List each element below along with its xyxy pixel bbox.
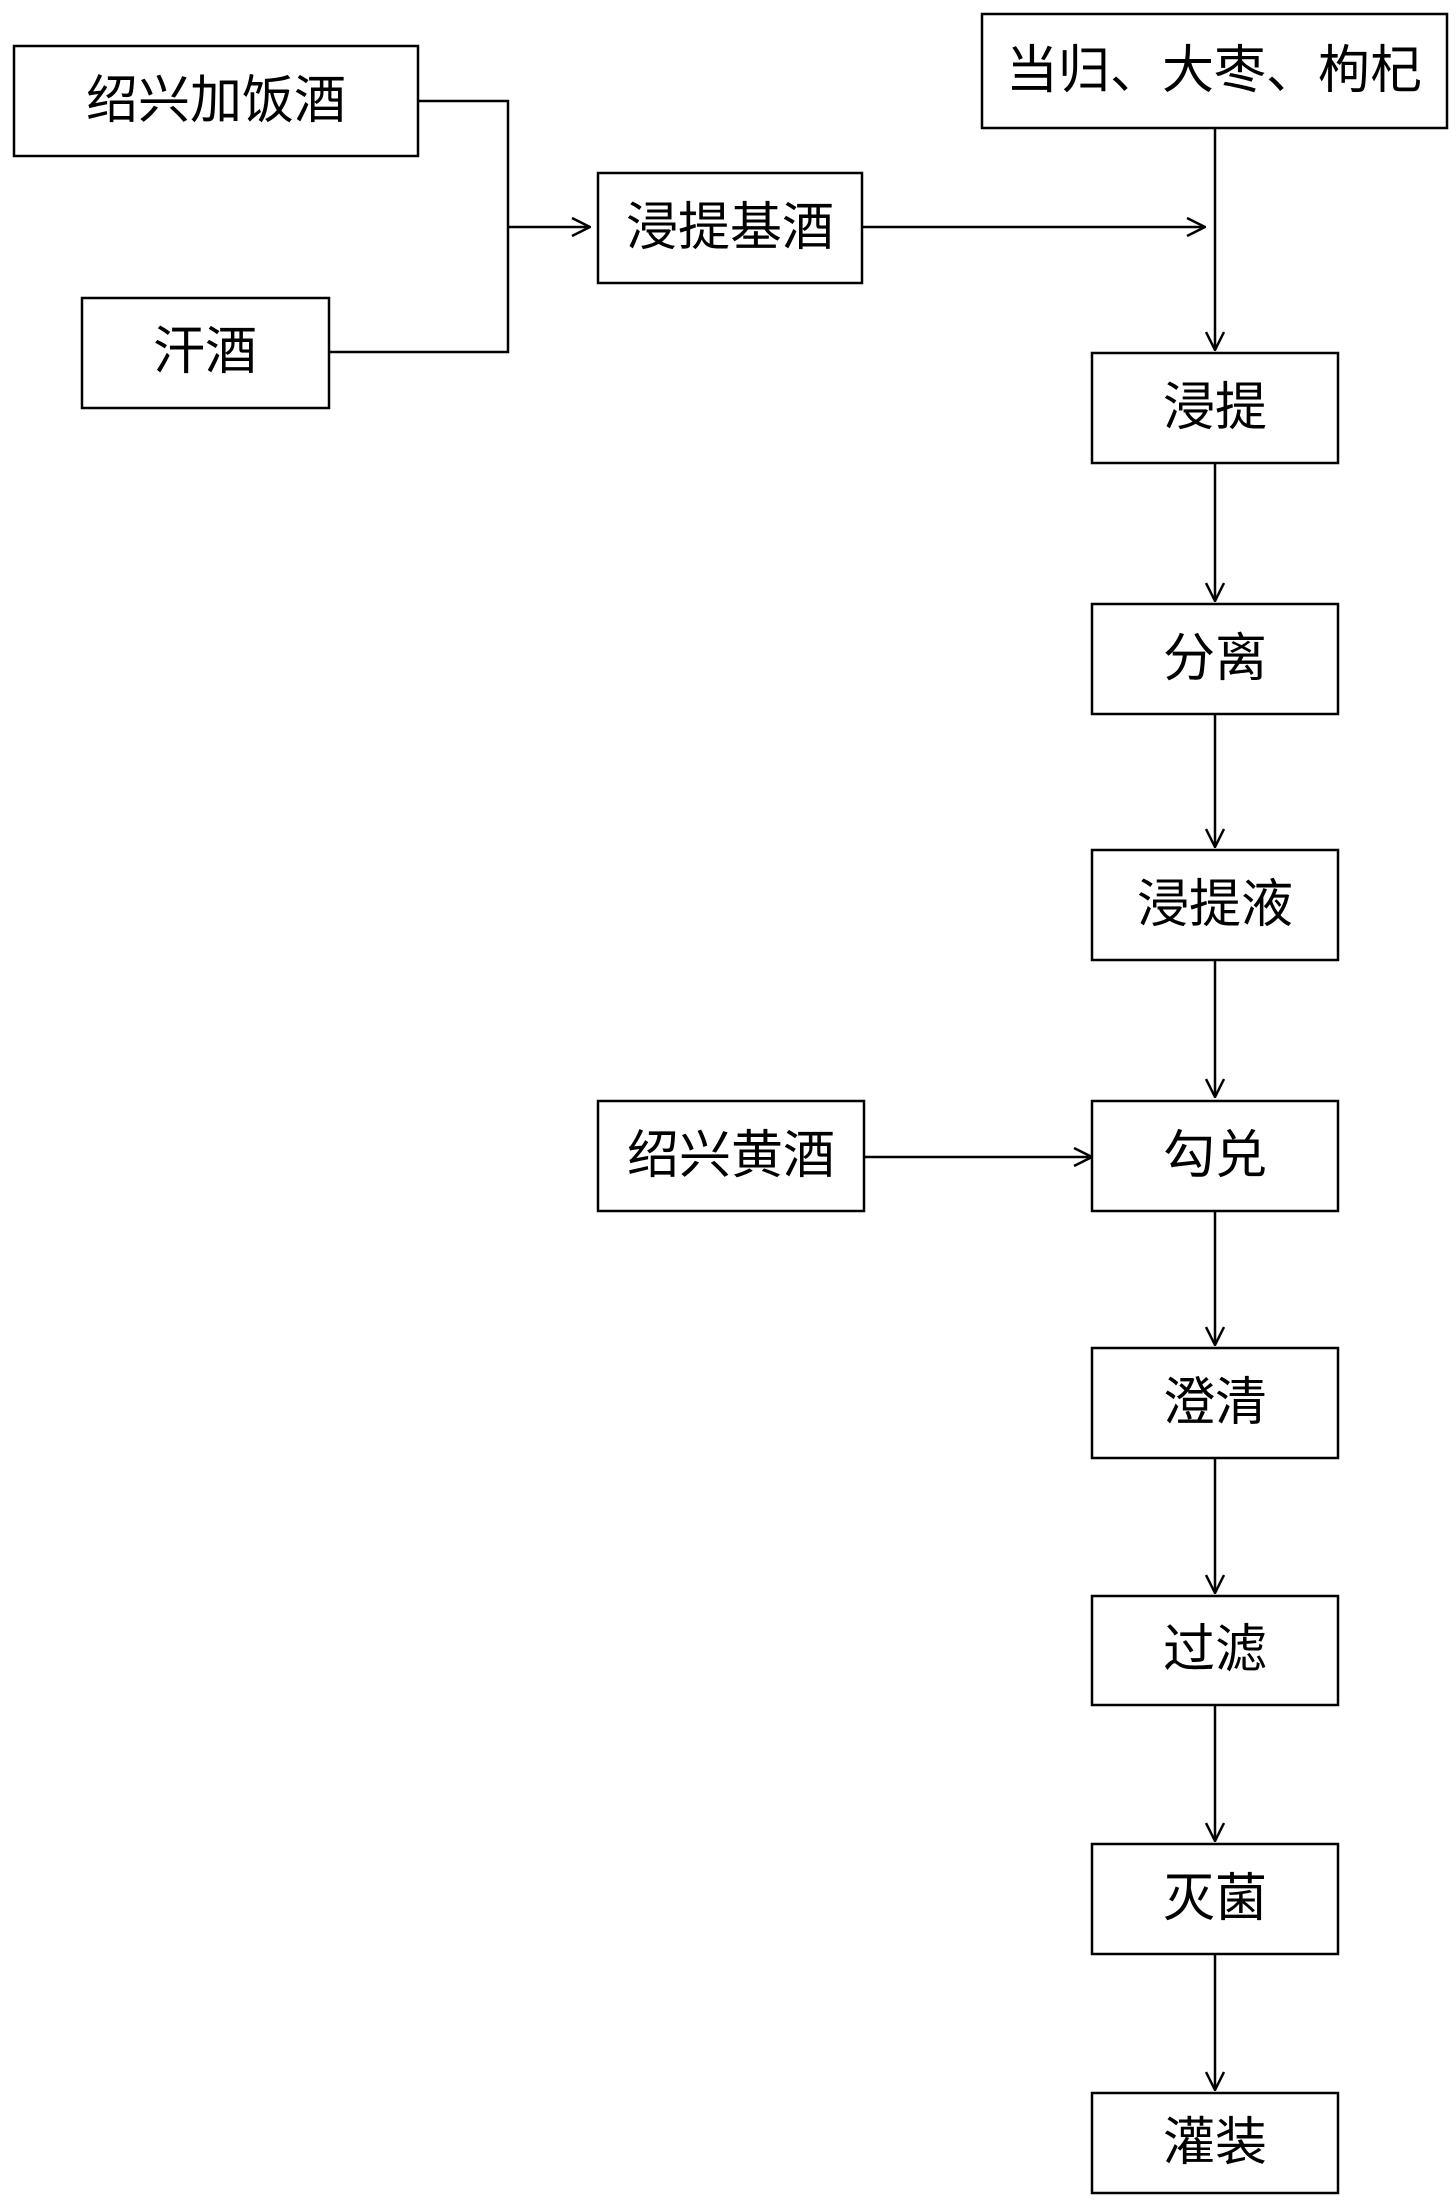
node-label: 勾兑	[1163, 1126, 1267, 1186]
node-filtration: 过滤	[1090, 1594, 1340, 1707]
node-label: 分离	[1163, 629, 1267, 689]
node-label: 过滤	[1163, 1620, 1267, 1680]
edge-hanjiu-to-merge	[329, 227, 510, 354]
node-label: 浸提基酒	[626, 198, 834, 258]
node-clarification: 澄清	[1090, 1346, 1340, 1460]
node-hanjiu: 汗酒	[80, 296, 331, 410]
node-sterilization: 灭菌	[1090, 1842, 1340, 1956]
edge-jiafan-to-merge	[418, 99, 510, 227]
node-blending: 勾兑	[1090, 1099, 1340, 1213]
node-extract-liquid: 浸提液	[1090, 848, 1340, 962]
node-shaoxing-huangjiu: 绍兴黄酒	[596, 1099, 866, 1213]
node-separation: 分离	[1090, 602, 1340, 716]
node-label: 澄清	[1163, 1373, 1267, 1433]
node-label: 浸提液	[1137, 875, 1293, 935]
node-label: 绍兴加饭酒	[86, 71, 346, 131]
node-extraction-base: 浸提基酒	[596, 171, 864, 285]
node-label: 当归、大枣、枸杞	[1006, 41, 1422, 101]
node-label: 浸提	[1163, 378, 1267, 438]
node-label: 灌装	[1163, 2113, 1267, 2173]
node-label: 灭菌	[1163, 1869, 1267, 1929]
edges	[329, 99, 1215, 2090]
node-shaoxing-jiafan: 绍兴加饭酒	[12, 44, 420, 158]
node-label: 绍兴黄酒	[627, 1126, 835, 1186]
node-filling: 灌装	[1090, 2091, 1340, 2195]
node-extraction: 浸提	[1090, 351, 1340, 465]
node-label: 汗酒	[153, 322, 257, 382]
node-herbs: 当归、大枣、枸杞	[980, 12, 1449, 130]
